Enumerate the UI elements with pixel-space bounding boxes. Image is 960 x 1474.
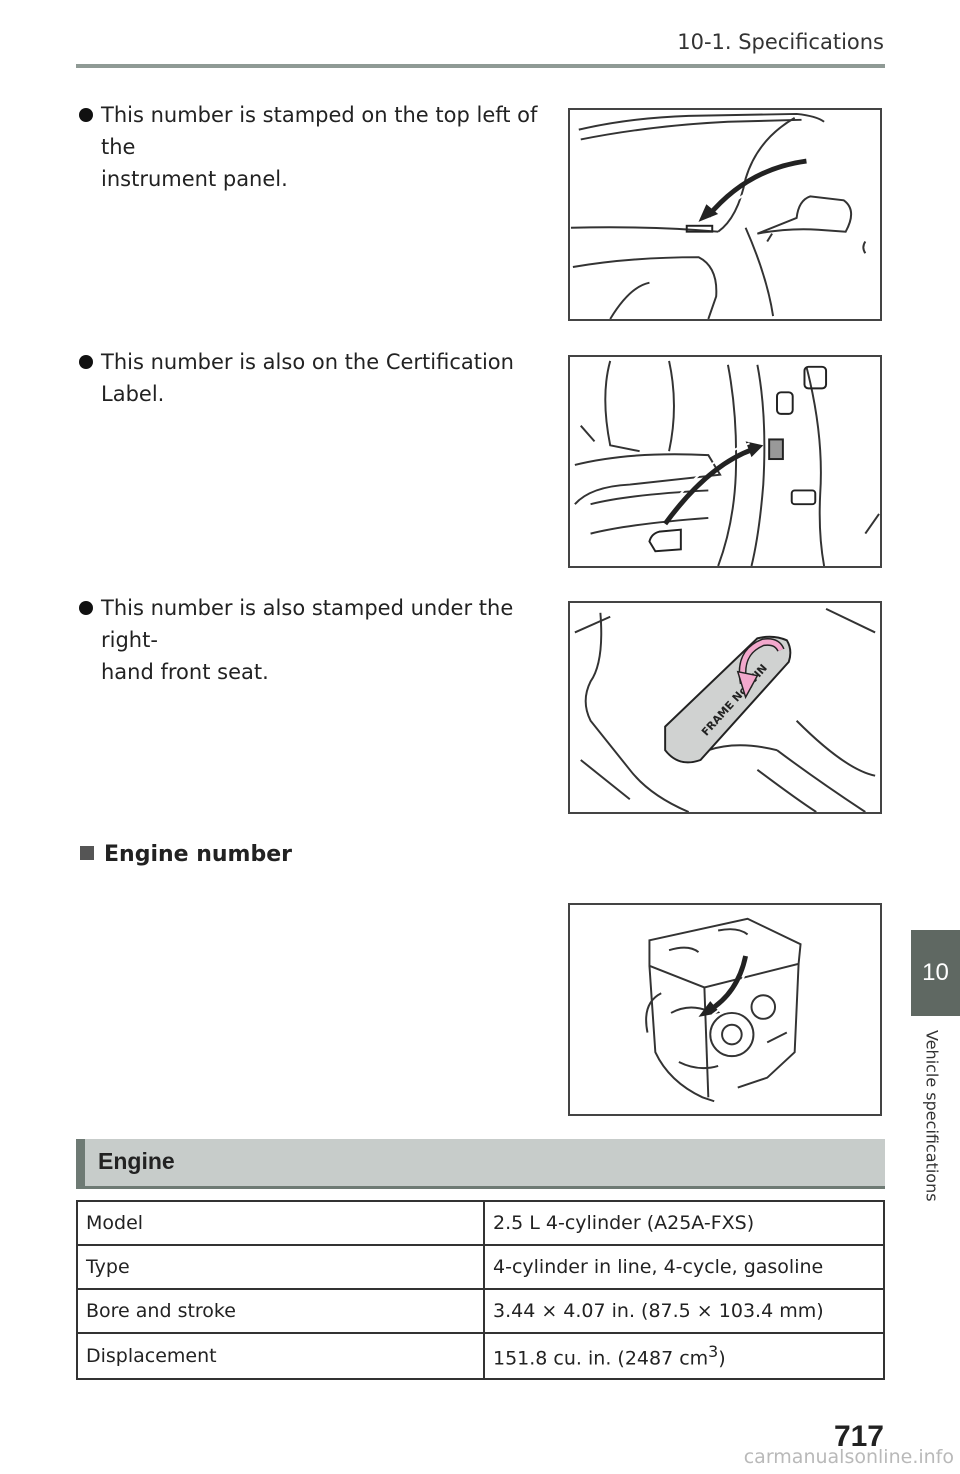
bullet-dot bbox=[79, 601, 93, 615]
spec-value: 151.8 cu. in. (2487 cm3) bbox=[483, 1332, 885, 1380]
figure-certification-label bbox=[568, 355, 882, 568]
table-row: Model 2.5 L 4-cylinder (A25A-FXS) bbox=[76, 1200, 885, 1246]
bullet-dot bbox=[79, 355, 93, 369]
bullet-dot bbox=[79, 108, 93, 122]
spec-label: Model bbox=[76, 1200, 485, 1246]
spec-label: Type bbox=[76, 1244, 485, 1290]
floor-plate-illustration: FRAME No./VIN bbox=[574, 608, 876, 812]
instrument-panel-illustration bbox=[570, 112, 867, 319]
bullet-front-seat: This number is also stamped under the ri… bbox=[76, 592, 556, 688]
table-row: Displacement 151.8 cu. in. (2487 cm3) bbox=[76, 1332, 885, 1380]
engine-section-header: Engine bbox=[76, 1139, 885, 1189]
spec-value: 2.5 L 4-cylinder (A25A-FXS) bbox=[483, 1200, 885, 1246]
watermark: carmanualsonline.info bbox=[743, 1446, 954, 1468]
section-title: 10-1. Specifications bbox=[677, 30, 884, 54]
engine-section-title: Engine bbox=[98, 1148, 175, 1174]
figure-engine-number bbox=[568, 903, 882, 1116]
spec-label: Bore and stroke bbox=[76, 1288, 485, 1334]
bullet-text-line1: This number is stamped on the top left o… bbox=[101, 103, 538, 159]
door-pillar-illustration bbox=[574, 360, 880, 566]
superscript: 3 bbox=[708, 1342, 719, 1362]
engine-spec-table: Model 2.5 L 4-cylinder (A25A-FXS) Type 4… bbox=[76, 1200, 885, 1380]
bullet-instrument-panel: This number is stamped on the top left o… bbox=[76, 99, 556, 195]
figure-front-seat: FRAME No./VIN bbox=[568, 601, 882, 814]
bullet-text-line2: instrument panel. bbox=[101, 167, 288, 191]
figure-instrument-panel bbox=[568, 108, 882, 321]
header-divider bbox=[76, 64, 885, 68]
spec-value: 3.44 × 4.07 in. (87.5 × 103.4 mm) bbox=[483, 1288, 885, 1334]
bullet-text-line2: hand front seat. bbox=[101, 660, 269, 684]
bullet-text-line1: This number is also stamped under the ri… bbox=[101, 596, 514, 652]
bullet-certification-label: This number is also on the Certification… bbox=[76, 346, 556, 410]
engine-number-heading: Engine number bbox=[80, 842, 292, 867]
chapter-label: Vehicle specifications bbox=[922, 1030, 942, 1202]
page-number: 717 bbox=[833, 1420, 884, 1453]
chapter-tab[interactable]: 10 bbox=[911, 930, 960, 1016]
spec-label: Displacement bbox=[76, 1332, 485, 1380]
square-bullet-icon bbox=[80, 846, 94, 860]
chapter-number: 10 bbox=[922, 959, 949, 986]
table-row: Type 4-cylinder in line, 4-cycle, gasoli… bbox=[76, 1244, 885, 1290]
table-row: Bore and stroke 3.44 × 4.07 in. (87.5 × … bbox=[76, 1288, 885, 1334]
engine-illustration bbox=[645, 917, 802, 1103]
spec-value: 4-cylinder in line, 4-cycle, gasoline bbox=[483, 1244, 885, 1290]
bullet-text-line1: This number is also on the Certification… bbox=[101, 350, 514, 406]
